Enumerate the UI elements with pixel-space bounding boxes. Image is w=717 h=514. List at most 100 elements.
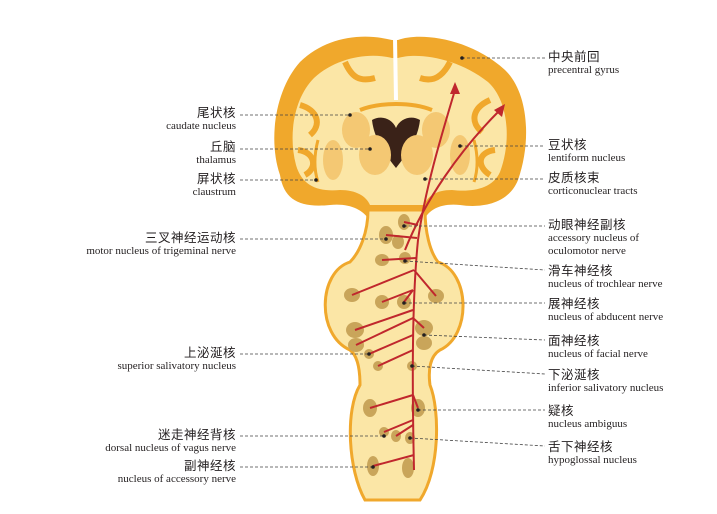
label-en: precentral gyrus — [548, 64, 620, 77]
leader-dot — [416, 408, 420, 412]
label-abducent: 展神经核 nucleus of abducent nerve — [548, 297, 663, 324]
label-claustrum: 屏状核 claustrum — [193, 172, 236, 199]
label-cn: 下泌涎核 — [548, 368, 601, 382]
leader-dot — [348, 113, 352, 117]
leader-hypoglossal — [409, 437, 546, 447]
label-trochlear: 滑车神经核 nucleus of trochlear nerve — [548, 264, 663, 291]
oculomotor-accessory-nucleus — [392, 235, 404, 249]
tract-branch — [413, 269, 437, 297]
leader-dot — [314, 178, 318, 182]
label-cn: 迷走神经背核 — [157, 428, 236, 442]
brainstem — [323, 208, 465, 502]
label-cn: 舌下神经核 — [548, 440, 614, 454]
label-hypoglossal: 舌下神经核 hypoglossal nucleus — [548, 440, 637, 467]
label-cn: 副神经核 — [183, 459, 236, 473]
leader-dot — [382, 434, 386, 438]
leader-dot — [460, 56, 464, 60]
label-en: nucleus ambiguus — [548, 418, 628, 431]
corticonuclear-tracts — [351, 89, 501, 471]
label-en: corticonuclear tracts — [548, 185, 638, 198]
label-en: claustrum — [192, 186, 236, 199]
label-en: caudate nucleus — [166, 120, 236, 133]
tract-branch — [377, 349, 414, 367]
tract-branch — [381, 289, 414, 303]
leader-dots — [314, 56, 464, 469]
leader-dot — [371, 465, 375, 469]
label-cn: 尾状核 — [196, 106, 236, 120]
tract-branch — [368, 334, 414, 355]
claustrum-right — [472, 139, 479, 183]
label-en: dorsal nucleus of vagus nerve — [105, 442, 236, 455]
label-en: hypoglossal nucleus — [548, 454, 637, 467]
label-lentiform-nucleus: 豆状核 lentiform nucleus — [548, 138, 625, 165]
thalamus-shape-right — [401, 135, 433, 175]
label-precentral-gyrus: 中央前回 precentral gyrus — [548, 50, 619, 77]
leader-lines — [240, 57, 546, 468]
label-cn: 屏状核 — [196, 172, 236, 186]
tract-branch — [412, 394, 419, 409]
caudate-nucleus-shape-right — [422, 112, 450, 148]
label-en: nucleus of trochlear nerve — [548, 278, 663, 291]
accessory-nerve-nucleus — [402, 458, 414, 478]
leader-dot — [402, 301, 406, 305]
label-inferior-salivatory: 下泌涎核 inferior salivatory nucleus — [548, 368, 663, 395]
label-thalamus: 丘脑 thalamus — [196, 140, 236, 167]
label-cn: 上泌涎核 — [183, 346, 236, 360]
tract-branch — [381, 257, 417, 261]
tract-branch — [383, 419, 414, 433]
lentiform-shape-left — [323, 140, 343, 180]
label-en: thalamus — [196, 154, 236, 167]
leader-inferior-salivatory — [411, 365, 546, 375]
label-facial: 面神经核 nucleus of facial nerve — [548, 334, 648, 361]
leader-dot — [402, 224, 406, 228]
label-cn: 展神经核 — [548, 297, 601, 311]
gyrus-fold — [477, 147, 496, 178]
gyrus-fold — [298, 102, 320, 138]
label-cn: 面神经核 — [548, 334, 601, 348]
gyrus-fold — [419, 60, 453, 83]
tract-branch — [395, 424, 414, 437]
arrowhead — [450, 82, 460, 94]
label-en: superior salivatory nucleus — [117, 360, 236, 373]
leader-dot — [384, 237, 388, 241]
tract-branch — [403, 221, 419, 226]
gyrus-fold — [471, 97, 492, 135]
tract-branch — [354, 309, 414, 331]
tract-main-2 — [404, 109, 501, 251]
leader-dot — [423, 177, 427, 181]
leader-dot — [367, 352, 371, 356]
label-en: nucleus of facial nerve — [548, 348, 648, 361]
corpus-callosum — [359, 102, 433, 112]
tract-arrowheads — [450, 82, 505, 117]
label-cn: 疑核 — [548, 404, 575, 418]
facial-nucleus — [416, 336, 432, 350]
tract-branch — [372, 454, 415, 467]
tract-branch — [403, 289, 414, 303]
label-oculomotor-accessory: 动眼神经副核 accessory nucleus of oculomotor n… — [548, 218, 639, 258]
tract-branch — [351, 269, 415, 296]
label-cn: 丘脑 — [209, 140, 236, 154]
label-en: lentiform nucleus — [548, 152, 626, 165]
label-cn: 滑车神经核 — [548, 264, 614, 278]
arrowhead — [494, 104, 505, 117]
label-en: motor nucleus of trigeminal nerve — [86, 245, 236, 258]
label-en: inferior salivatory nucleus — [548, 382, 664, 395]
lateral-ventricle — [372, 117, 420, 168]
label-ambiguus: 疑核 nucleus ambiguus — [548, 404, 627, 431]
leader-dot — [368, 147, 372, 151]
label-cn: 中央前回 — [548, 50, 601, 64]
label-en: nucleus of accessory nerve — [117, 473, 236, 486]
label-cn: 动眼神经副核 — [548, 218, 627, 232]
label-en-2: oculomotor nerve — [548, 245, 626, 258]
leader-dot — [458, 144, 462, 148]
label-cn: 三叉神经运动核 — [144, 231, 236, 245]
label-en: accessory nucleus of — [548, 232, 640, 245]
tract-branch — [412, 317, 425, 329]
thalamus-shape — [359, 135, 391, 175]
label-vagus-dorsal: 迷走神经背核 dorsal nucleus of vagus nerve — [105, 428, 236, 455]
gyrus-fold — [297, 147, 316, 178]
label-accessory-nerve: 副神经核 nucleus of accessory nerve — [118, 459, 236, 486]
caudate-nucleus-shape — [342, 112, 370, 148]
